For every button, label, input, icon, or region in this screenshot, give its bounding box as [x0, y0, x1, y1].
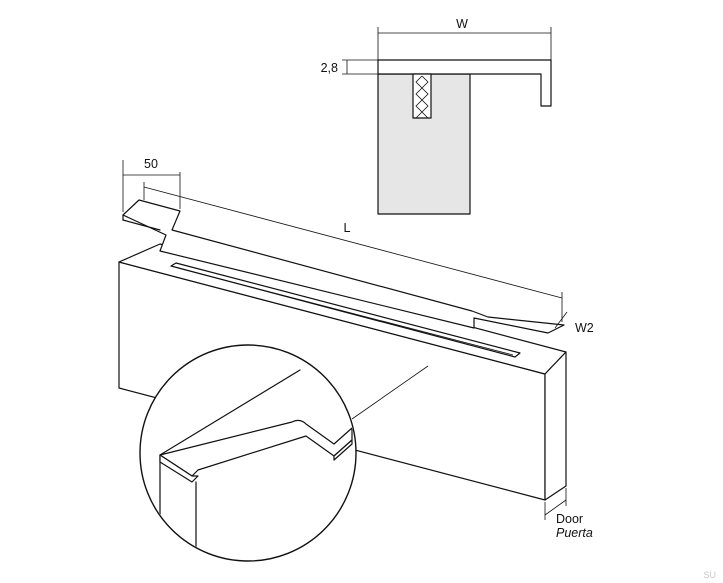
detail-magnifier — [139, 344, 357, 562]
l-dim-line — [143, 186, 563, 299]
dim50-label: 50 — [144, 157, 158, 171]
groove-inner-line — [177, 267, 514, 356]
detail-handle-end — [333, 439, 353, 461]
handle-profile — [122, 199, 565, 334]
screw-slot — [412, 73, 432, 119]
handle-edge-bottom — [122, 219, 161, 231]
w-label: W — [456, 17, 468, 31]
dimension-50: 50 — [122, 157, 181, 212]
dimension-l: L — [143, 182, 563, 322]
thickness-label: 2,8 — [321, 61, 338, 75]
door-label-en: Door — [556, 512, 583, 526]
door-panel — [118, 243, 567, 501]
w2-dim-line — [554, 311, 568, 329]
l-label: L — [344, 221, 351, 235]
door-thickness-marker: Door Puerta — [544, 488, 593, 540]
dimension-w2: W2 — [554, 311, 594, 335]
door-dim-line — [544, 499, 567, 516]
cross-section-view: W 2,8 — [321, 17, 552, 215]
detail-leader-line — [351, 365, 429, 420]
door-label-es: Puerta — [556, 526, 593, 540]
detail-handle-front — [159, 454, 199, 483]
screw-thread — [415, 75, 429, 119]
detail-handle-top — [159, 419, 353, 477]
door-groove — [170, 262, 521, 358]
w2-label: W2 — [575, 321, 594, 335]
door-side-face — [544, 351, 567, 501]
handle-top-face — [122, 199, 565, 334]
watermark: SU — [703, 570, 716, 580]
